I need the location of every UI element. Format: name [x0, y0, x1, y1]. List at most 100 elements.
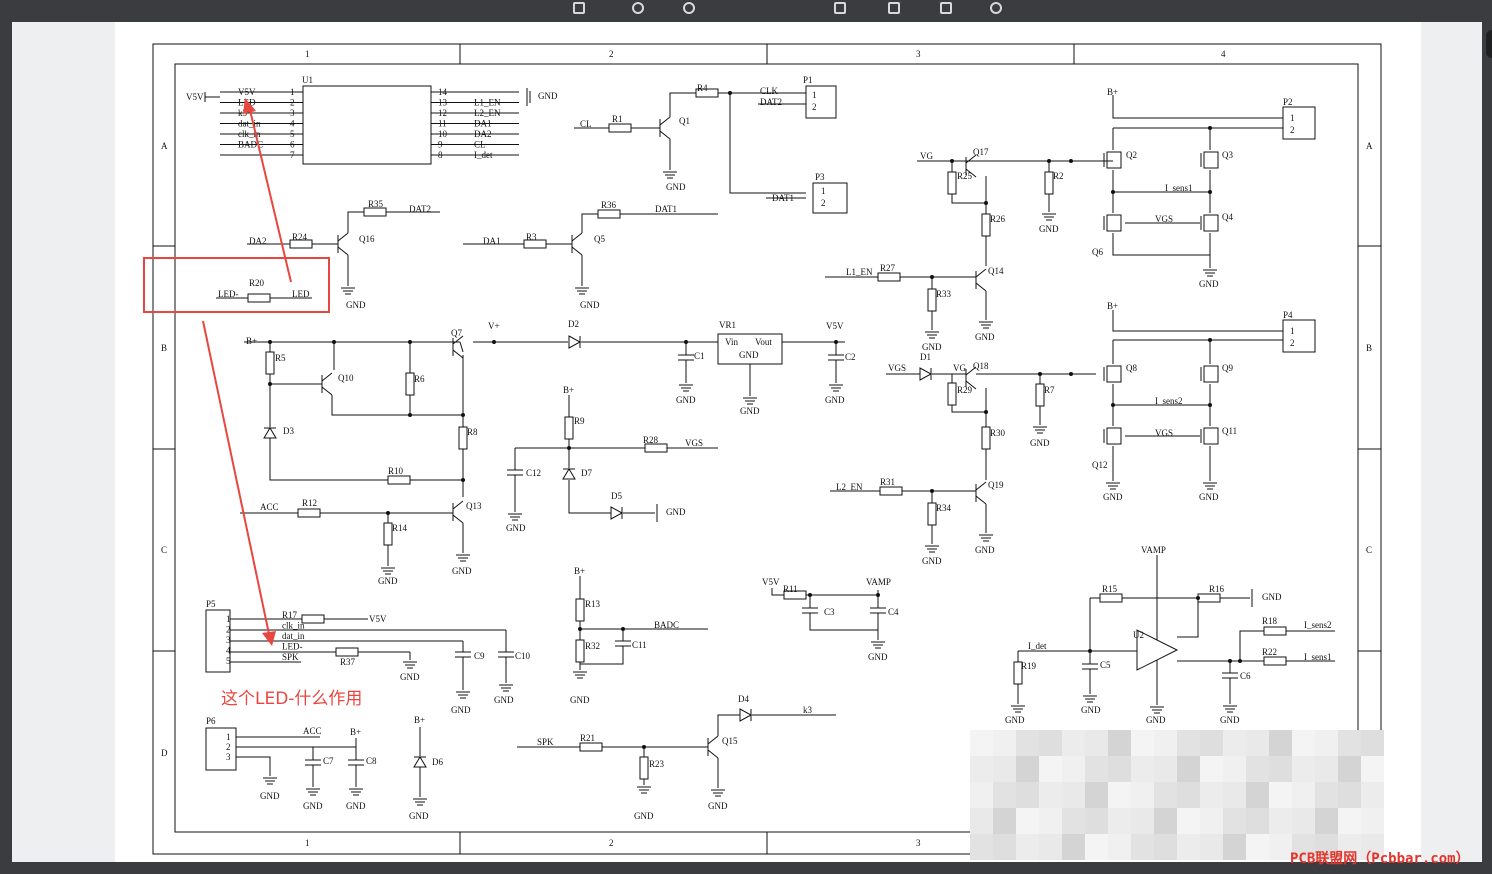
mosaic-tile	[1223, 808, 1246, 834]
resistor	[1035, 383, 1045, 407]
net-label: Q6	[1092, 247, 1103, 257]
p6-pin-number: 1	[226, 732, 231, 742]
resistor	[1197, 593, 1221, 603]
document-icon[interactable]	[940, 2, 952, 14]
diode	[562, 468, 576, 480]
resistor	[363, 207, 387, 217]
junction	[930, 489, 934, 493]
transistor	[975, 282, 987, 292]
mosaic-tile	[1131, 756, 1154, 782]
resistor	[247, 293, 271, 303]
mosaic-tile	[1062, 756, 1085, 782]
p6-ref: P6	[206, 716, 216, 726]
row-label: A	[161, 141, 168, 151]
mosaic-tile	[1338, 756, 1361, 782]
u1-right-net: DA2	[474, 129, 492, 139]
net-label: D3	[283, 426, 294, 436]
mosaic-tile	[1177, 834, 1200, 860]
net-label: DA2	[249, 236, 267, 246]
net-label: 2	[821, 198, 826, 208]
mosaic-tile	[1177, 756, 1200, 782]
mosaic-tile	[970, 730, 993, 756]
mosaic-tile	[1269, 782, 1292, 808]
mosaic-tile	[1108, 808, 1131, 834]
net-label: C7	[323, 756, 334, 766]
wire	[568, 480, 611, 514]
mosaic-tile	[1131, 834, 1154, 860]
annotation-text: 这个LED-什么作用	[221, 689, 363, 709]
u1-left-pin: 7	[290, 150, 295, 160]
junction	[492, 340, 496, 344]
transistor	[571, 232, 583, 242]
net-label: DAT2	[409, 204, 431, 214]
diode	[413, 756, 427, 768]
settings-icon[interactable]	[990, 2, 1002, 14]
page-icon[interactable]	[573, 2, 585, 14]
net-label: Q4	[1222, 212, 1233, 222]
resistor	[879, 486, 903, 496]
net-label: R1	[612, 114, 623, 124]
mosaic-tile	[1131, 782, 1154, 808]
col-label: 1	[305, 838, 310, 848]
mosaic-tile	[1292, 756, 1315, 782]
net-label: R8	[467, 427, 478, 437]
resistor	[1263, 656, 1287, 666]
mosaic-tile	[1223, 730, 1246, 756]
net-label: C10	[515, 651, 531, 661]
side-panel-toggle[interactable]	[1486, 30, 1492, 58]
junction	[567, 446, 571, 450]
net-label: I_sens1	[1165, 183, 1193, 193]
net-label: Q17	[973, 147, 989, 157]
mosaic-tile	[1269, 808, 1292, 834]
net-label: D6	[432, 757, 443, 767]
junction	[1228, 659, 1232, 663]
mosaic-tile	[1315, 756, 1338, 782]
mosaic-tile	[1269, 730, 1292, 756]
mosaic-tile	[1108, 756, 1131, 782]
wire	[1112, 310, 1283, 332]
mosaic-tile	[1039, 782, 1062, 808]
mosaic-tile	[1246, 782, 1269, 808]
mosaic-tile	[1154, 730, 1177, 756]
u1-right-net: L1_EN	[474, 98, 501, 108]
junction	[461, 413, 465, 417]
net-label: R4	[697, 83, 708, 93]
net-label: GND	[739, 350, 759, 360]
document-icon[interactable]	[834, 2, 846, 14]
net-label: R18	[1262, 616, 1278, 626]
mosaic-tile	[1108, 782, 1131, 808]
wire	[951, 194, 986, 204]
resistor	[564, 416, 574, 440]
net-label: VGS	[1155, 214, 1173, 224]
p5-net-label: dat_in	[282, 631, 305, 641]
mosaic-tile	[1269, 834, 1292, 860]
mosaic-tile	[1108, 730, 1131, 756]
rotate-icon[interactable]	[632, 2, 644, 14]
mosaic-tile	[1361, 808, 1384, 834]
wire	[669, 92, 696, 117]
p5-net-label: LED-	[282, 642, 303, 652]
mosaic-tile	[1154, 756, 1177, 782]
mosfet	[1203, 214, 1219, 232]
net-label: SPK	[537, 737, 554, 747]
wire	[717, 714, 740, 736]
net-label: Q14	[988, 266, 1004, 276]
mosaic-tile	[1062, 782, 1085, 808]
junction	[268, 382, 272, 386]
junction	[1069, 372, 1073, 376]
diode	[263, 427, 277, 439]
mosaic-tile	[1246, 834, 1269, 860]
resistor	[579, 742, 603, 752]
rotate-icon[interactable]	[683, 2, 695, 14]
net-label: R12	[302, 498, 317, 508]
u1-left-pin: 5	[290, 129, 295, 139]
u1-left-pin: 4	[290, 119, 295, 129]
document-icon[interactable]	[888, 2, 900, 14]
mosaic-tile	[970, 808, 993, 834]
net-label: R29	[957, 385, 973, 395]
net-label: R11	[783, 584, 798, 594]
net-label: GND	[260, 791, 280, 801]
junction	[1208, 403, 1212, 407]
connector-box	[205, 609, 231, 673]
